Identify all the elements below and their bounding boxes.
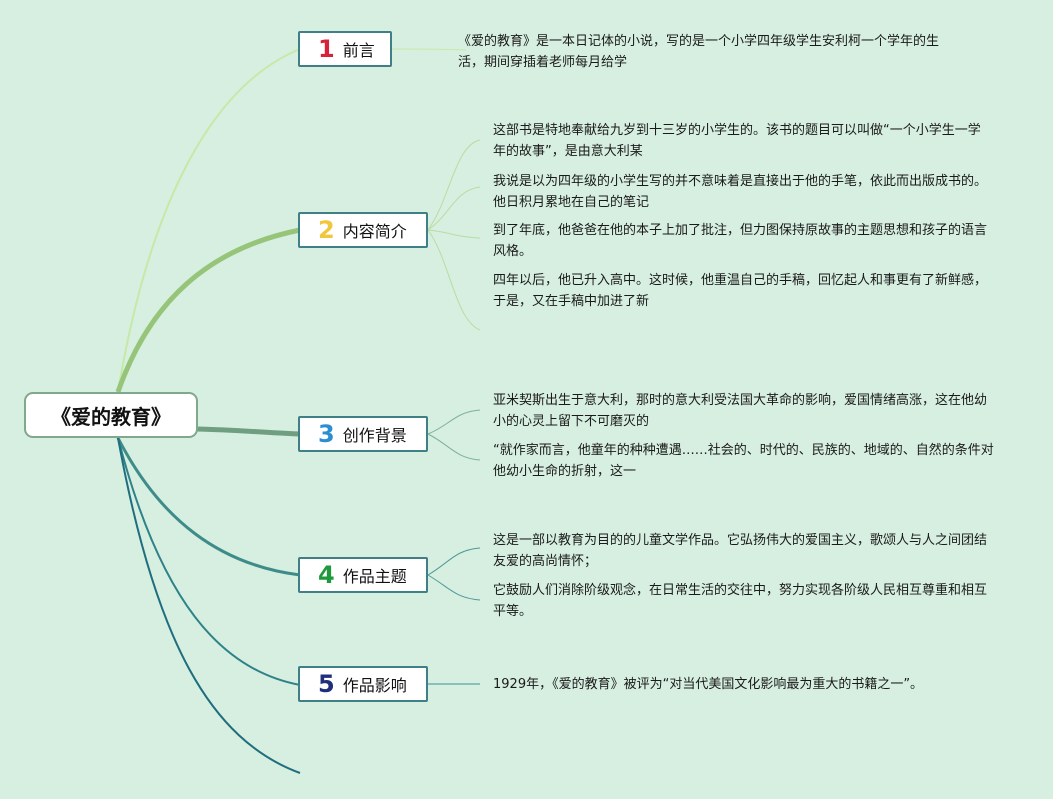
connector-b2-leaf1 xyxy=(427,139,481,231)
branch-node-1[interactable]: 1 前言 xyxy=(298,31,392,67)
branch-3-label: 创作背景 xyxy=(342,426,407,445)
branch-3-leaf-2: “就作家而言，他童年的种种遭遇……社会的、时代的、民族的、地域的、自然的条件对他… xyxy=(493,443,994,479)
connector-root-b3 xyxy=(195,426,301,437)
branch-4-leaf-2: 它鼓励人们消除阶级观念，在日常生活的交往中，努力实现各阶级人民相互尊重和相互平等… xyxy=(493,583,988,619)
branch-node-4[interactable]: 4 作品主题 xyxy=(298,557,428,593)
branch-2-label: 内容简介 xyxy=(342,222,407,241)
connector-b4-leaf1 xyxy=(427,547,481,576)
connector-root-b4 xyxy=(116,437,301,577)
branch-4-number: 4 xyxy=(318,561,335,589)
connector-root-b1 xyxy=(117,48,301,393)
connector-root-b2 xyxy=(115,227,301,393)
branch-5-number: 5 xyxy=(318,670,335,698)
connector-b2-leaf3 xyxy=(427,229,481,239)
branch-node-3[interactable]: 3 创作背景 xyxy=(298,416,428,452)
connector-root-b5 xyxy=(117,437,301,686)
branch-node-2[interactable]: 2 内容简介 xyxy=(298,212,428,248)
branch-2-leaf-4: 四年以后，他已升入高中。这时候，他重温自己的手稿，回忆起人和事更有了新鲜感，于是… xyxy=(493,273,988,309)
root-title: 《爱的教育》 xyxy=(51,404,171,429)
branch-1-leaf-1: 《爱的教育》是一本日记体的小说，写的是一个小学四年级学生安利柯一个学年的生活，期… xyxy=(458,34,940,70)
branch-3-leaf-1: 亚米契斯出生于意大利，那时的意大利受法国大革命的影响，爱国情绪高涨，这在他幼小的… xyxy=(493,393,988,429)
branch-2-leaf-2: 我说是以为四年级的小学生写的并不意味着是直接出于他的手笔，依此而出版成书的。他日… xyxy=(493,174,988,210)
connector-root-b6 xyxy=(117,437,301,774)
branch-1-number: 1 xyxy=(318,35,335,63)
branch-node-5[interactable]: 5 作品影响 xyxy=(298,666,428,702)
root-node[interactable]: 《爱的教育》 xyxy=(24,392,198,438)
branch-4-leaf-1: 这是一部以教育为目的的儿童文学作品。它弘扬伟大的爱国主义，歌颂人与人之间团结友爱… xyxy=(493,533,988,569)
connector-b4-leaf2 xyxy=(427,574,481,601)
branch-4-label: 作品主题 xyxy=(342,567,407,586)
connector-b1-leaf xyxy=(390,48,467,51)
branch-5-leaf-1: 1929年，《爱的教育》被评为“对当代美国文化影响最为重大的书籍之一”。 xyxy=(493,677,924,692)
connector-b2-leaf4 xyxy=(427,229,481,331)
branch-2-leaf-3: 到了年底，他爸爸在他的本子上加了批注，但力图保持原故事的主题思想和孩子的语言风格… xyxy=(493,223,988,259)
branch-2-leaf-1: 这部书是特地奉献给九岁到十三岁的小学生的。该书的题目可以叫做“一个小学生一学年的… xyxy=(493,123,981,159)
connector-b3-leaf2 xyxy=(427,433,481,461)
branch-5-label: 作品影响 xyxy=(342,676,407,695)
branch-1-label: 前言 xyxy=(342,41,375,60)
branch-3-number: 3 xyxy=(318,420,335,448)
connector-b3-leaf1 xyxy=(427,409,481,435)
branch-2-number: 2 xyxy=(318,216,335,244)
connector-b2-leaf2 xyxy=(427,186,481,231)
